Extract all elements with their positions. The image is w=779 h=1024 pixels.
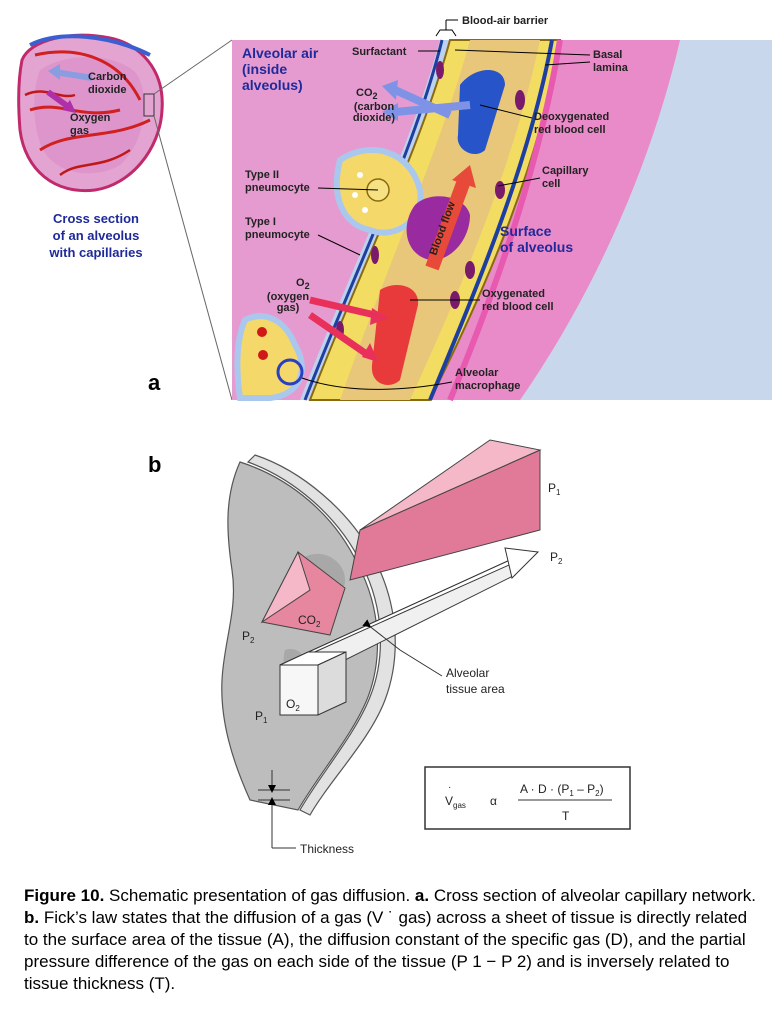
label-blood-air-barrier: Blood-air barrier [462, 15, 549, 27]
blood-flow-arrow [425, 175, 472, 271]
svg-text:alveolus): alveolus) [242, 77, 303, 93]
o2-arrow-1 [309, 296, 376, 319]
nucleus [436, 61, 444, 79]
formula-denominator: T [562, 809, 570, 823]
oxygenated-rbc [371, 285, 419, 385]
figure-caption: Figure 10. Schematic presentation of gas… [24, 886, 757, 993]
svg-text:(oxygen: (oxygen [267, 291, 309, 303]
fick-formula: Vgas · α A · D · (P1 – P2) T [424, 766, 631, 830]
label-basal-lamina: Basal [593, 49, 622, 61]
label-co2: CO2 [356, 87, 378, 101]
inset-co2-arrow [54, 69, 93, 81]
label-cross-section: Cross section [53, 211, 139, 226]
label-type-ii-pneumocyte: Type II [245, 169, 279, 181]
nucleus [465, 261, 475, 279]
formula-proportional: α [490, 794, 497, 808]
label-carbon-dioxide: Carbon [88, 71, 127, 83]
label-capillary-cell: Capillary [542, 165, 589, 177]
label-p1-left: P1 [255, 709, 268, 725]
label-alveolar-air: Alveolar air [242, 45, 319, 61]
svg-text:dioxide): dioxide) [353, 112, 396, 124]
label-p1-top: P1 [548, 481, 561, 497]
panel-a-letter: a [148, 370, 161, 395]
svg-text:cell: cell [542, 178, 560, 190]
magnified-alveolus [232, 39, 772, 402]
formula-v: Vgas [445, 794, 466, 810]
caption-label: Figure 10. [24, 886, 105, 905]
o2-arrow-2 [308, 312, 370, 358]
thickness-indicator [258, 770, 296, 849]
svg-text:(inside: (inside [242, 61, 287, 77]
nucleus [495, 181, 505, 199]
label-alveolar-tissue: Alveolar [446, 666, 489, 680]
svg-text:gas): gas) [277, 302, 300, 314]
alveolus-inset [17, 33, 233, 401]
label-alveolar-macrophage: Alveolar [455, 367, 499, 379]
label-surface-alveolus: Surface [500, 223, 552, 239]
co2-arrow-2 [394, 101, 471, 116]
label-oxygen-gas: Oxygen [70, 112, 111, 124]
nucleus [371, 246, 379, 264]
svg-text:·: · [448, 782, 451, 793]
svg-text:(carbon: (carbon [354, 101, 395, 113]
o2-prism [279, 547, 540, 716]
label-p2-right: P2 [550, 550, 563, 566]
label-co2-prism: CO2 [298, 613, 321, 629]
tissue-area-leader [362, 619, 443, 677]
deoxygenated-rbc [457, 70, 505, 155]
panel-b-letter: b [148, 452, 161, 477]
formula-numerator: A · D · (P1 – P2) [520, 782, 604, 798]
label-o2-prism: O2 [286, 697, 300, 713]
label-surfactant: Surfactant [352, 46, 407, 58]
label-type-i-pneumocyte: Type I [245, 216, 276, 228]
label-p2-left: P2 [242, 629, 255, 645]
svg-text:pneumocyte: pneumocyte [245, 182, 310, 194]
label-o2: O2 [296, 277, 310, 291]
svg-text:dioxide: dioxide [88, 84, 127, 96]
svg-text:with capillaries: with capillaries [48, 245, 142, 260]
svg-text:tissue area: tissue area [446, 682, 505, 696]
co2-prism [260, 439, 542, 636]
nucleus [515, 90, 525, 110]
label-oxygenated-rbc: Oxygenated [482, 288, 545, 300]
label-thickness: Thickness [300, 842, 354, 856]
svg-text:macrophage: macrophage [455, 380, 520, 392]
label-deoxygenated-rbc: Deoxygenated [534, 111, 609, 123]
diffusion-figure: Carbon dioxide Oxygen gas Cross section … [17, 15, 772, 856]
svg-text:of an alveolus: of an alveolus [53, 228, 140, 243]
svg-text:pneumocyte: pneumocyte [245, 229, 310, 241]
svg-text:red blood cell: red blood cell [534, 124, 606, 136]
svg-text:of alveolus: of alveolus [500, 239, 573, 255]
svg-text:red blood cell: red blood cell [482, 301, 554, 313]
svg-text:gas: gas [70, 125, 89, 137]
svg-text:lamina: lamina [593, 62, 629, 74]
